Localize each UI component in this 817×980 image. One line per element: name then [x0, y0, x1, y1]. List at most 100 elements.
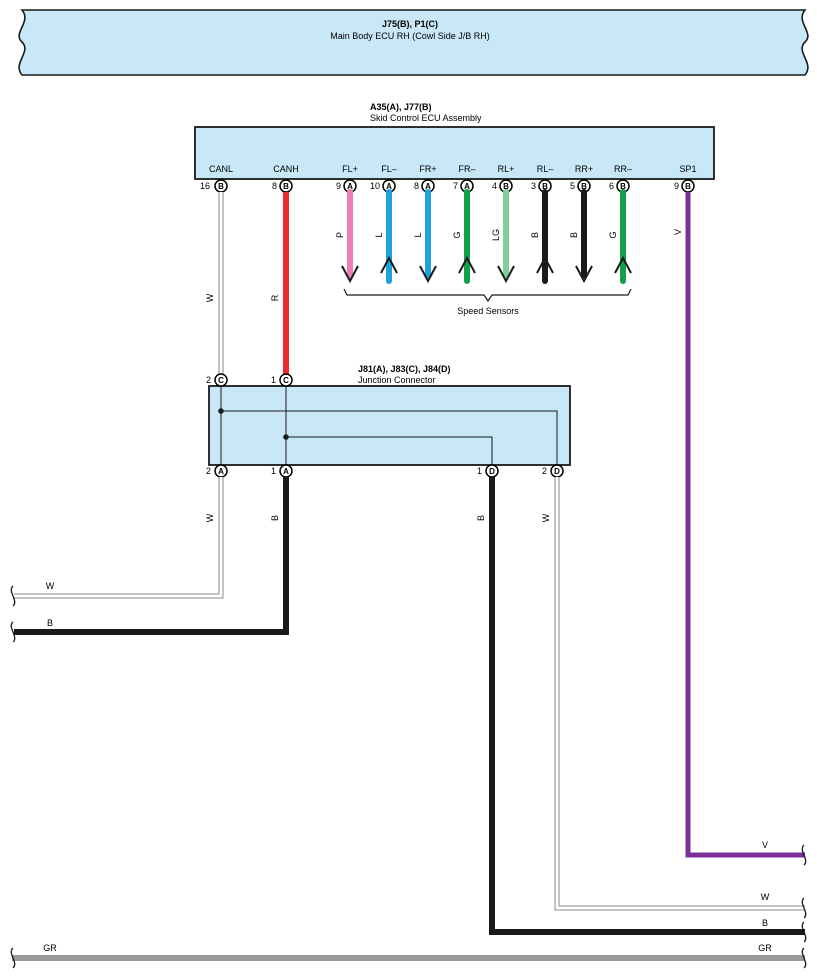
- wire-code: G: [608, 231, 618, 238]
- pin-canh: CANH 8 B: [272, 164, 299, 193]
- skid-ecu-code: A35(A), J77(B): [370, 102, 432, 112]
- pin-connector: A: [347, 182, 353, 191]
- pin-connector: B: [581, 182, 587, 191]
- wire-canl-lower: W W: [14, 477, 224, 599]
- arrow-down-icon: [419, 265, 437, 284]
- arrow-down-icon: [341, 265, 359, 284]
- splice-dot: [283, 434, 289, 440]
- pin-label: SP1: [679, 164, 696, 174]
- junction-top-pins: 2 C 1 C: [206, 373, 293, 387]
- arrow-up-icon: [458, 255, 476, 274]
- break-mark-icon: [10, 947, 16, 969]
- splice-dot: [218, 408, 224, 414]
- break-mark-icon: [801, 844, 807, 866]
- wire-canh-lower: B B: [14, 477, 289, 635]
- edge-label-w-left: W: [46, 581, 55, 591]
- edge-label-w-right: W: [761, 892, 770, 902]
- break-mark-icon: [801, 897, 807, 919]
- skid-ecu-name: Skid Control ECU Assembly: [370, 113, 482, 123]
- pin-number: 3: [531, 181, 536, 191]
- skid-control-ecu: A35(A), J77(B) Skid Control ECU Assembly: [194, 102, 715, 180]
- wire-sp1: V V: [673, 192, 805, 858]
- pin-number: 2: [542, 466, 547, 476]
- pin-connector: C: [283, 376, 289, 385]
- break-mark-icon: [801, 921, 807, 943]
- wire-code: LG: [491, 229, 501, 241]
- pin-connector-circle: [214, 373, 228, 387]
- pin-number: 8: [272, 181, 277, 191]
- break-mark-icon: [10, 621, 16, 643]
- pin-label: RL+: [498, 164, 515, 174]
- wire-code: W: [541, 513, 551, 522]
- main-ecu-name: Main Body ECU RH (Cowl Side J/B RH): [330, 31, 490, 41]
- wire-d2: W W: [541, 477, 805, 911]
- pin-label: FR+: [419, 164, 436, 174]
- main-ecu-code: J75(B), P1(C): [382, 19, 438, 29]
- pin-label: RR–: [614, 164, 632, 174]
- arrow-up-icon: [380, 255, 398, 274]
- pin-rr-minus: RR– 6 B: [609, 164, 632, 193]
- wire-code: B: [476, 515, 486, 521]
- pin-connector: B: [542, 182, 548, 191]
- wire-code: P: [335, 232, 345, 238]
- pin-connector: B: [218, 182, 224, 191]
- pin-number: 8: [414, 181, 419, 191]
- pin-connector: A: [386, 182, 392, 191]
- pin-number: 1: [271, 375, 276, 385]
- pin-number: 2: [206, 375, 211, 385]
- wire-code: V: [673, 229, 683, 235]
- pin-label: FR–: [458, 164, 475, 174]
- edge-label-gr-right: GR: [758, 943, 772, 953]
- junction-code: J81(A), J83(C), J84(D): [358, 364, 451, 374]
- pin-number: 5: [570, 181, 575, 191]
- pin-connector: C: [218, 376, 224, 385]
- junction-bus-w: [221, 410, 558, 465]
- arrow-up-icon: [536, 255, 554, 274]
- break-marks: [10, 585, 807, 969]
- wire-code: R: [270, 294, 280, 301]
- edge-label-b-right: B: [762, 918, 768, 928]
- edge-label-v: V: [762, 840, 768, 850]
- pin-connector: B: [503, 182, 509, 191]
- wire-code: B: [530, 232, 540, 238]
- edge-label-gr-left: GR: [43, 943, 57, 953]
- pin-connector: A: [283, 467, 289, 476]
- wire-code: B: [270, 515, 280, 521]
- wire-canh-upper: R: [270, 192, 289, 374]
- main-body-ecu: J75(B), P1(C) Main Body ECU RH (Cowl Sid…: [18, 9, 809, 76]
- wire-code: L: [413, 232, 423, 237]
- pin-number: 7: [453, 181, 458, 191]
- pin-label: CANL: [209, 164, 233, 174]
- pin-connector: A: [425, 182, 431, 191]
- wire-code: G: [452, 231, 462, 238]
- brace-line: [343, 288, 632, 303]
- wire-d1: B B: [476, 477, 805, 935]
- pin-fr-minus: FR– 7 A: [453, 164, 476, 193]
- pin-label: FL+: [342, 164, 358, 174]
- arrow-down-icon: [497, 265, 515, 284]
- pin-number: 9: [674, 181, 679, 191]
- pin-label: RR+: [575, 164, 593, 174]
- pin-number: 2: [206, 466, 211, 476]
- wire-code: W: [205, 513, 215, 522]
- pin-label: FL–: [381, 164, 397, 174]
- pin-number: 16: [200, 181, 210, 191]
- wire-code: W: [205, 293, 215, 302]
- speed-sensors-label: Speed Sensors: [457, 306, 519, 316]
- junction-connector: J81(A), J83(C), J84(D) Junction Connecto…: [208, 364, 571, 466]
- pin-number: 1: [477, 466, 482, 476]
- pin-rl-minus: RL– 3 B: [531, 164, 553, 193]
- break-mark-icon: [10, 585, 16, 607]
- speed-sensors-brace: Speed Sensors: [343, 288, 632, 316]
- pin-connector: B: [283, 182, 289, 191]
- break-mark-icon: [801, 947, 807, 969]
- edge-label-b-left: B: [47, 618, 53, 628]
- pin-connector: A: [464, 182, 470, 191]
- wire-code: L: [374, 232, 384, 237]
- junction-bus-b: [286, 436, 493, 465]
- junction-box: [208, 385, 571, 466]
- arrow-down-icon: [575, 265, 593, 284]
- main-body-ecu-box: [18, 9, 809, 76]
- pin-connector-circle: [279, 373, 293, 387]
